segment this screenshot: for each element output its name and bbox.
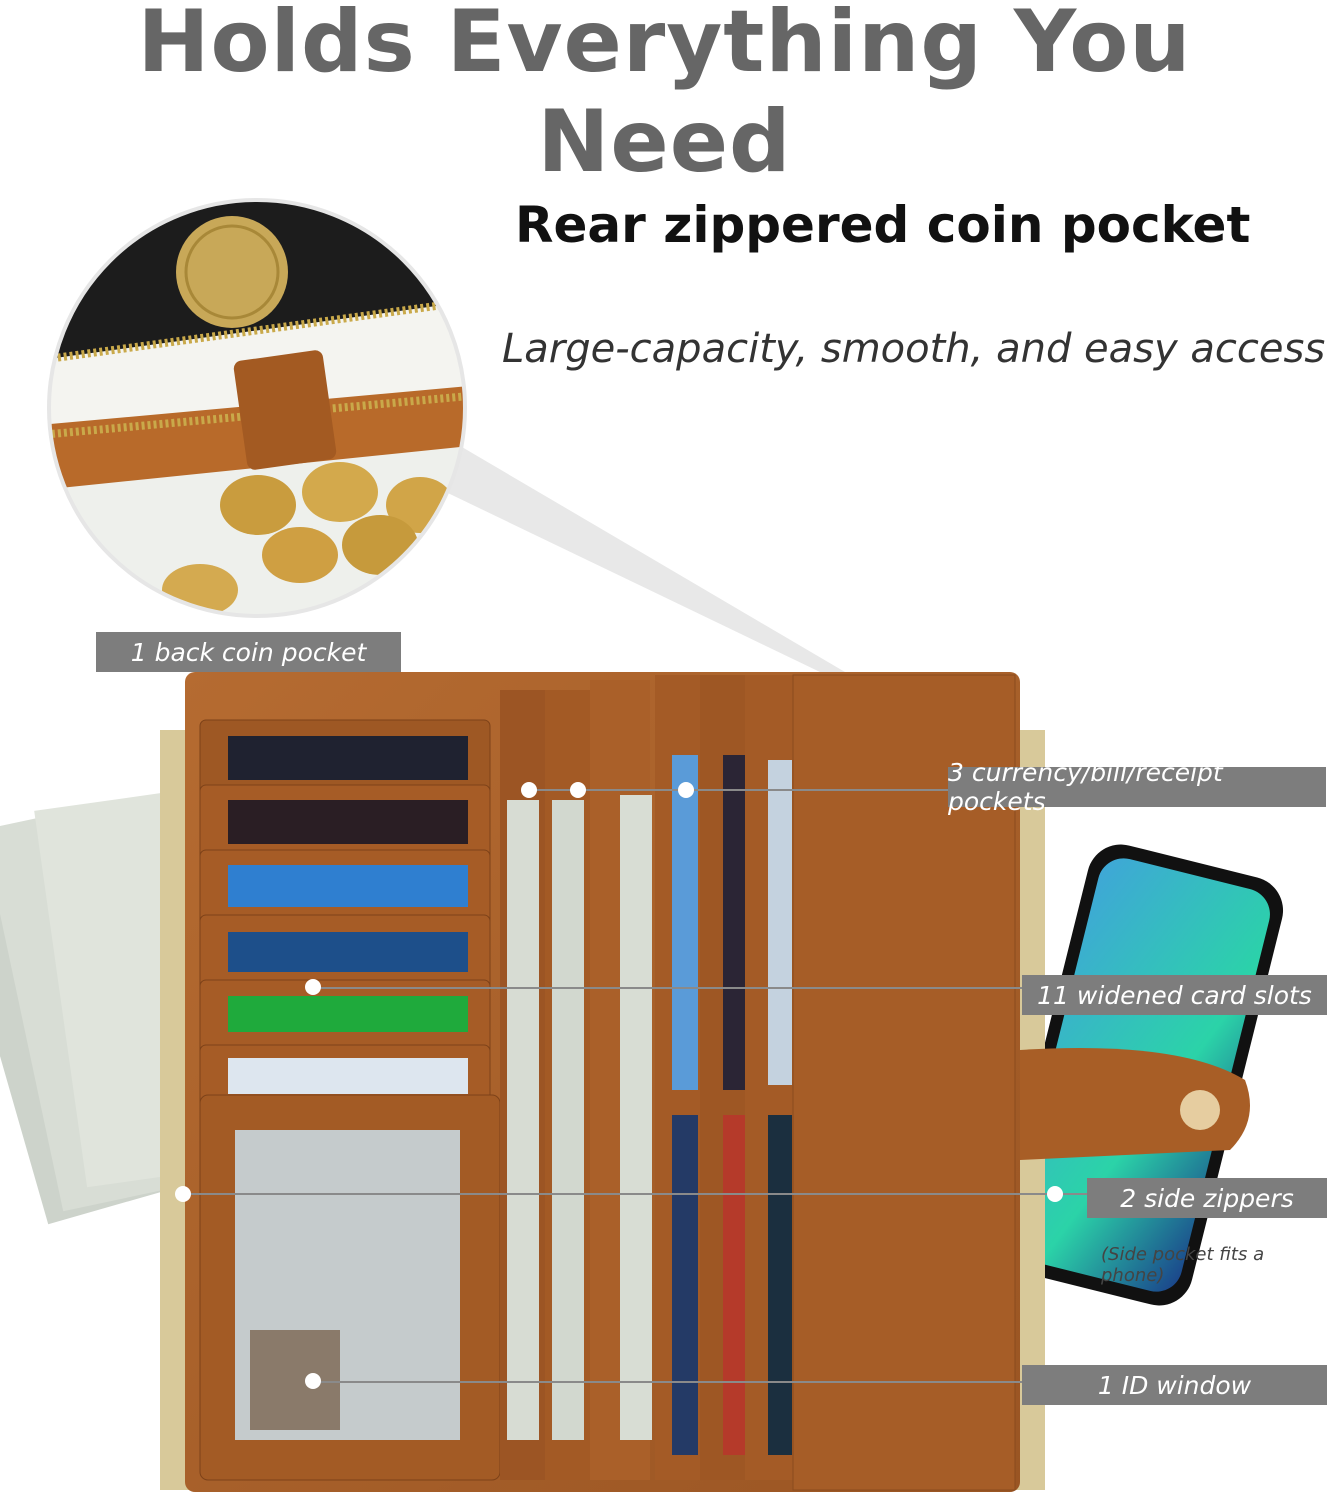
side-zipper-marker [1047, 1186, 1063, 1202]
zoom-connector [400, 440, 845, 672]
side-zippers-note: (Side pocket fits a phone) [1101, 1244, 1265, 1286]
id-window-leader [313, 1381, 1023, 1383]
wallet [160, 672, 1250, 1492]
coin-pocket-closeup [49, 200, 465, 616]
side-zippers-label: 2 side zippers [1087, 1178, 1327, 1218]
currency-pockets-label: 3 currency/bill/receipt pockets [948, 758, 1326, 816]
currency-pocket-marker [678, 782, 694, 798]
side-zipper-marker [175, 1186, 191, 1202]
page-headline: Holds Everything You Need [137, 0, 1192, 192]
currency-pocket-marker [570, 782, 586, 798]
feature-title: Rear zippered coin pocket [515, 196, 1251, 254]
id-window-label: 1 ID window [1022, 1365, 1327, 1405]
currency-pocket-marker [521, 782, 537, 798]
card-slots-label: 11 widened card slots [1022, 975, 1327, 1015]
card-slots [199, 719, 501, 1481]
id-window-marker [305, 1373, 321, 1389]
side-zippers-leader [183, 1193, 1183, 1195]
card-slots-leader [313, 987, 1023, 989]
back-coin-pocket-label: 1 back coin pocket [96, 632, 401, 672]
card-slot-marker [305, 979, 321, 995]
feature-subtitle: Large-capacity, smooth, and easy access [502, 326, 1326, 372]
currency-pockets-leader [528, 789, 948, 791]
